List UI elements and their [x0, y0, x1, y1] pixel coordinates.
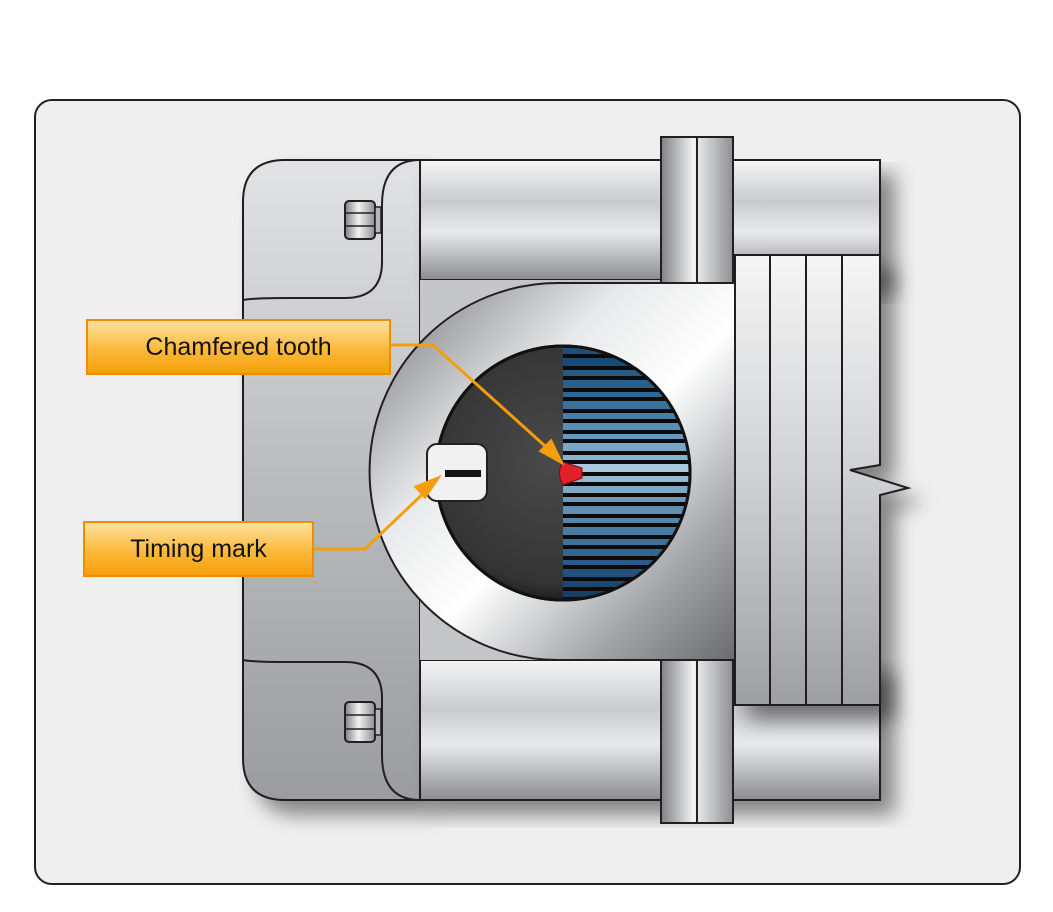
leader-lines	[313, 343, 565, 551]
timing-mark-plate	[426, 443, 488, 502]
clamp-strap-top	[660, 136, 734, 284]
bolt-top-icon	[344, 200, 382, 240]
chamfered-tooth-marker	[559, 461, 583, 486]
timing-mark-leader	[313, 485, 432, 551]
bolt-bottom-icon	[344, 701, 382, 743]
clamp-strap-bottom	[660, 659, 734, 824]
chamfered-tooth-leader	[389, 343, 557, 457]
timing-mark-callout: Timing mark	[83, 521, 314, 577]
finned-section	[734, 254, 912, 706]
chamfered-tooth-callout: Chamfered tooth	[86, 319, 391, 375]
